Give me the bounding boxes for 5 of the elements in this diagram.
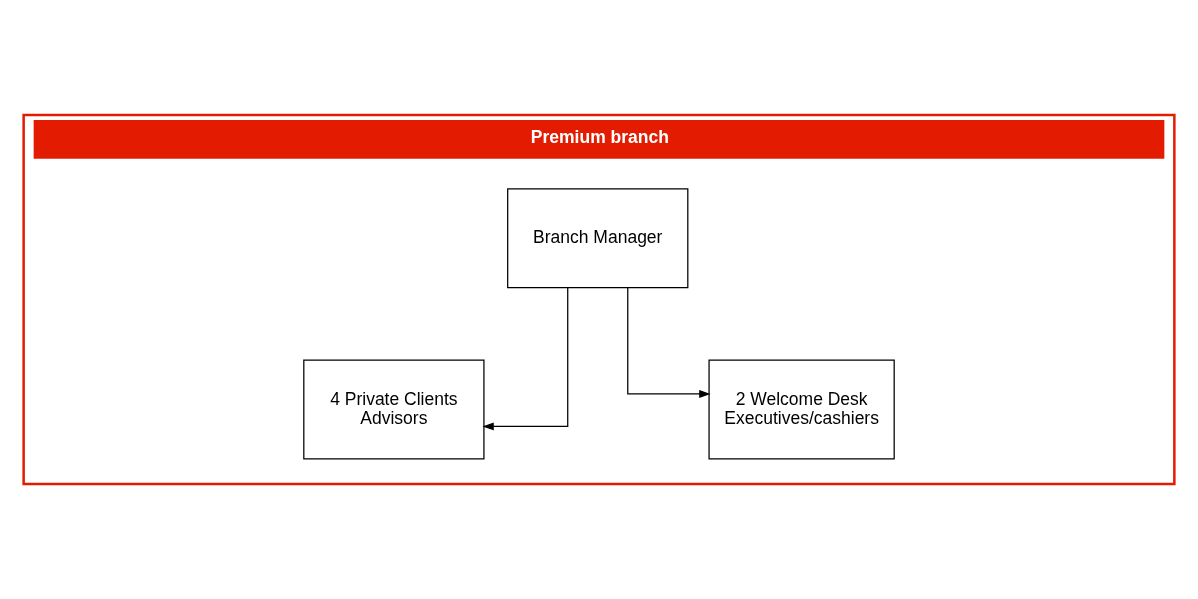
arrow	[627, 287, 711, 398]
node-box: Branch Manager	[507, 188, 689, 289]
node-box: 4 Private Clients Advisors	[303, 359, 485, 460]
arrow	[482, 287, 569, 431]
node-box: 2 Welcome Desk Executives/cashiers	[708, 359, 895, 460]
